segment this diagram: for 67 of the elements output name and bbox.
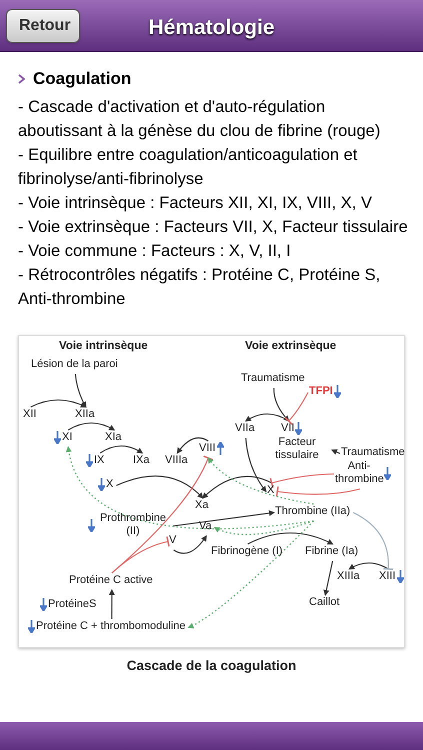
bullet-text: - Equilibre entre coagulation/anticoagulation et fibrinolyse/anti-fibrinolyse <box>18 144 358 190</box>
factor-label: TFPI <box>309 385 333 398</box>
arrow <box>331 449 340 455</box>
factor-label: XIII <box>379 570 396 583</box>
factor-label: XIIIa <box>337 570 360 583</box>
section-heading: Coagulation <box>33 68 132 90</box>
factor-label: IXa <box>133 454 150 467</box>
factor-label: Traumatisme <box>341 446 405 459</box>
arrow <box>30 399 87 408</box>
factor-label: VIII <box>199 442 216 455</box>
factor-label: XIa <box>105 431 122 444</box>
factor-label: XIIa <box>75 408 95 421</box>
factor-label: Traumatisme <box>241 372 305 385</box>
inhibition-line <box>284 392 308 426</box>
factor-label: XII <box>23 408 36 421</box>
arrow <box>74 374 86 408</box>
inhibition-line <box>352 512 394 570</box>
factor-label: Xa <box>195 499 208 512</box>
factor-label: Protéine C + thrombomoduline <box>36 620 186 633</box>
bullet-text: - Voie extrinsèque : Facteurs VII, X, Facteur tissulaire <box>18 216 409 238</box>
factor-label: Protéine C active <box>69 574 153 587</box>
column-heading: Voie intrinsèque <box>59 339 148 354</box>
factor-label: XI <box>62 431 72 444</box>
arrow <box>66 446 314 530</box>
arrow <box>172 510 275 527</box>
factor-label: V <box>169 534 176 547</box>
factor-label: VII <box>281 422 294 435</box>
bullet-text: - Rétrocontrôles négatifs : Protéine C, Protéine S, Anti-thrombine <box>18 264 382 310</box>
inhibition-line <box>276 486 360 498</box>
factor-label: Facteur tissulaire <box>265 436 329 462</box>
factor-label: Fibrine (Ia) <box>305 545 358 558</box>
inhibition-line <box>270 473 334 489</box>
page-title: Hématologie <box>147 15 276 41</box>
factor-label: X <box>106 478 114 491</box>
factor-label: VIIa <box>235 422 255 435</box>
factor-label: Lésion de la paroi <box>31 358 118 371</box>
inhibition-line <box>112 536 170 574</box>
arrow <box>208 457 314 505</box>
factor-label: ProtéineS <box>48 598 96 611</box>
arrow <box>244 414 289 422</box>
factor-label: Caillot <box>309 596 340 609</box>
arrow <box>68 422 116 430</box>
arrow <box>273 388 290 422</box>
arrow <box>348 562 389 570</box>
factor-label: IX <box>94 454 104 467</box>
factor-label: Thrombine (IIa) <box>275 505 350 518</box>
arrow <box>173 535 207 554</box>
arrow <box>245 438 267 492</box>
column-heading: Voie extrinsèque <box>245 339 336 354</box>
arrow <box>108 589 115 619</box>
factor-label: X <box>267 484 274 497</box>
factor-label: Fibrinogène (I) <box>211 545 283 558</box>
arrow <box>323 560 334 596</box>
arrow <box>176 437 209 454</box>
factor-label: VIIIa <box>165 454 188 467</box>
factor-label: Anti-thrombine <box>335 460 383 486</box>
bullet-text: - Voie intrinsèque : Facteurs XII, XI, IX, VIII, X, V <box>18 192 373 214</box>
factor-label: Va <box>199 520 212 533</box>
bullet-text: - Voie commune : Facteurs : X, V, II, I <box>18 240 292 262</box>
arrow <box>248 532 334 545</box>
arrow <box>202 476 272 499</box>
back-button: Retour <box>6 9 80 43</box>
figure-caption: Cascade de la coagulation <box>126 657 298 675</box>
bullet-text: - Cascade d'activation et d'auto-régulation aboutissant à la génèse du clou de fibrine (rouge) <box>18 96 382 142</box>
arrow <box>214 520 314 536</box>
arrow <box>188 520 314 628</box>
arrow <box>116 476 204 499</box>
